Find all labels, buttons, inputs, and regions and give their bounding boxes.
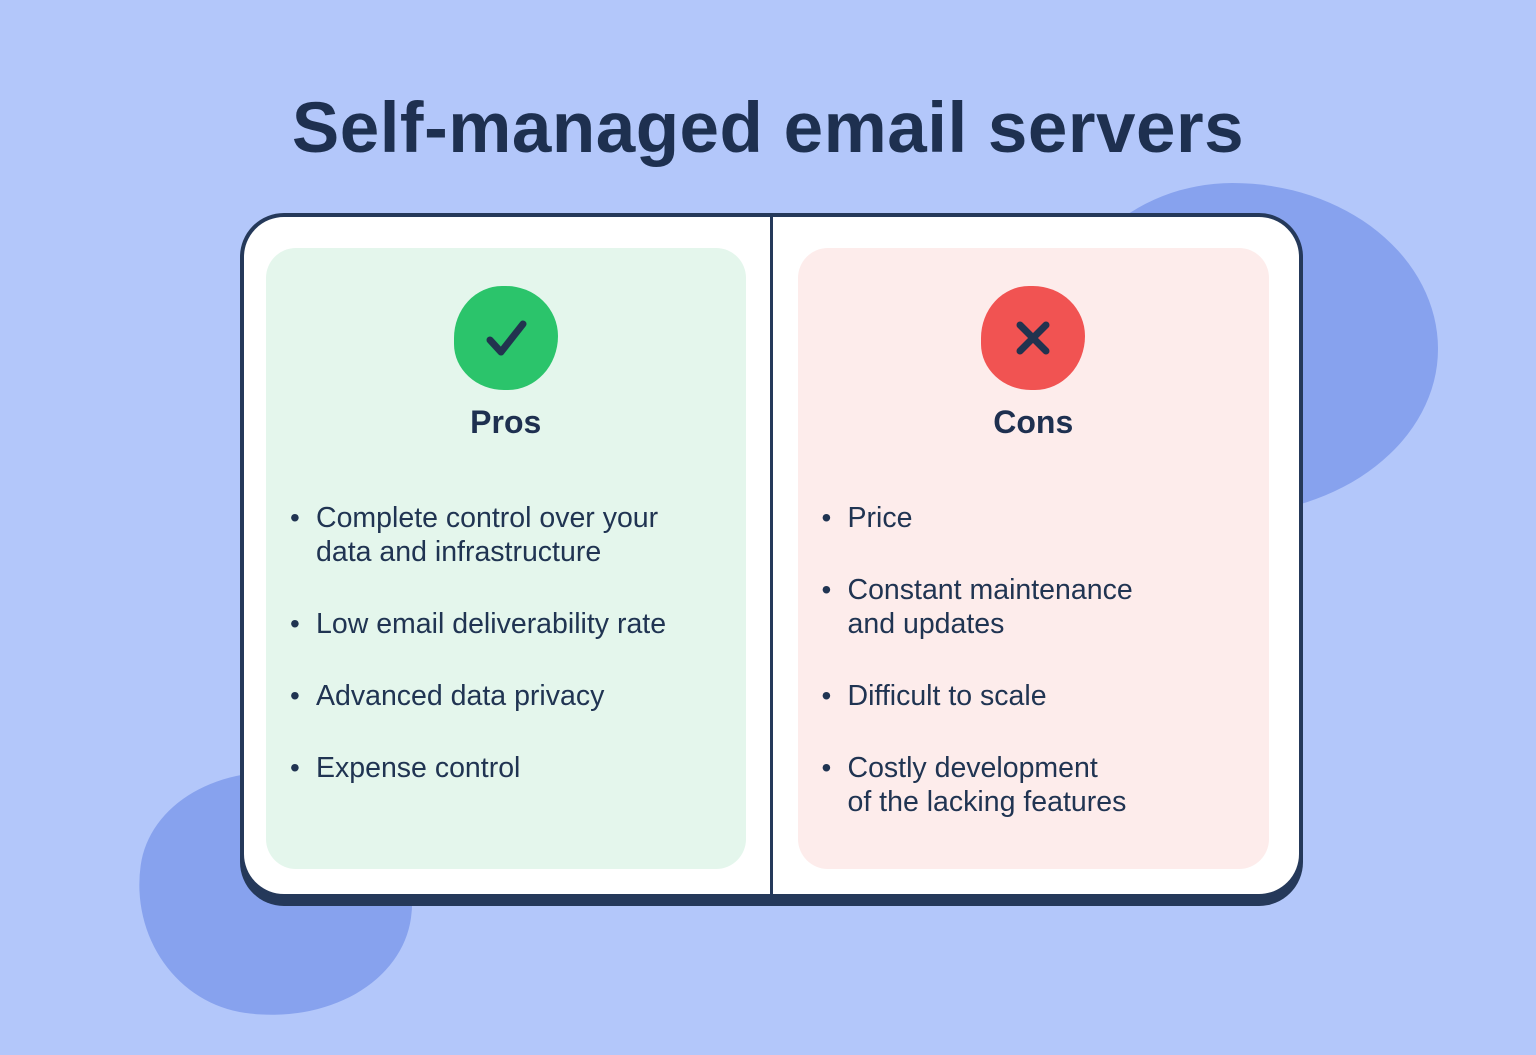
pros-column: Pros Complete control over your data and… bbox=[244, 217, 772, 894]
cons-list: Price Constant maintenance and updates D… bbox=[818, 501, 1250, 819]
list-item: Expense control bbox=[290, 751, 726, 785]
list-item-text: Difficult to scale bbox=[847, 680, 1047, 712]
list-item: Costly development of the lacking featur… bbox=[822, 751, 1250, 819]
cons-icon-wrap bbox=[818, 286, 1250, 390]
cons-panel: Cons Price Constant maintenance and upda… bbox=[797, 248, 1269, 869]
pros-panel: Pros Complete control over your data and… bbox=[266, 248, 746, 869]
cons-column: Cons Price Constant maintenance and upda… bbox=[772, 217, 1300, 894]
pros-list: Complete control over your data and infr… bbox=[286, 501, 726, 785]
list-item-text: Complete control over your data and infr… bbox=[316, 502, 659, 568]
list-item: Low email deliverability rate bbox=[290, 607, 726, 641]
x-icon bbox=[981, 286, 1086, 390]
list-item: Difficult to scale bbox=[822, 679, 1250, 713]
list-item: Complete control over your data and infr… bbox=[290, 501, 726, 569]
list-item-text: Constant maintenance and updates bbox=[847, 574, 1133, 640]
check-icon bbox=[453, 286, 558, 390]
list-item-text: Expense control bbox=[316, 752, 521, 784]
card-divider bbox=[770, 217, 773, 894]
page-title: Self-managed email servers bbox=[291, 89, 1245, 168]
list-item: Constant maintenance and updates bbox=[822, 573, 1250, 641]
list-item: Advanced data privacy bbox=[290, 679, 726, 713]
cons-heading: Cons bbox=[993, 404, 1074, 440]
list-item: Price bbox=[822, 501, 1250, 535]
list-item-text: Costly development of the lacking featur… bbox=[847, 752, 1127, 818]
pros-icon-wrap bbox=[286, 286, 726, 390]
list-item-text: Advanced data privacy bbox=[316, 680, 605, 712]
comparison-card: Pros Complete control over your data and… bbox=[240, 213, 1303, 898]
list-item-text: Low email deliverability rate bbox=[316, 608, 667, 640]
list-item-text: Price bbox=[847, 502, 913, 534]
pros-heading: Pros bbox=[470, 404, 542, 440]
